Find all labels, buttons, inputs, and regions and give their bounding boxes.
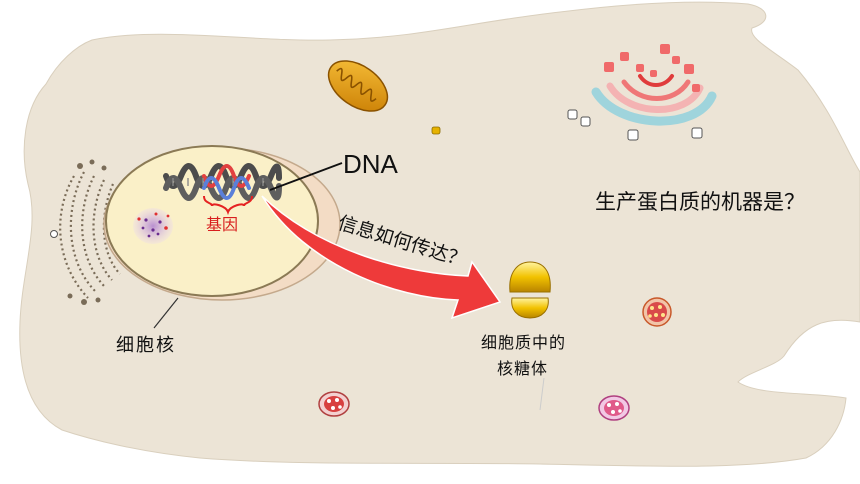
gene-segment xyxy=(202,164,251,200)
dna-helix xyxy=(163,163,282,201)
er-white-vesicles xyxy=(567,109,703,141)
vesicle-right xyxy=(642,297,672,327)
info-transfer-arrow xyxy=(261,195,502,320)
small-vesicle-left xyxy=(50,230,58,238)
vesicle-bottom-left xyxy=(318,391,350,417)
chromatin xyxy=(133,208,173,244)
gene-label: 基因 xyxy=(206,215,239,234)
golgi-vesicles xyxy=(67,159,107,305)
ribosome-pointer-line xyxy=(539,377,545,411)
nucleus-label: 细胞核 xyxy=(116,335,176,356)
ribosome-label-line1: 细胞质中的 xyxy=(481,333,567,352)
dna-base-pairs xyxy=(172,178,264,186)
ribosome-label-line2: 核糖体 xyxy=(497,359,549,378)
er-red-vesicles xyxy=(604,44,700,92)
chromatin-dots xyxy=(141,218,162,238)
dna-label: DNA xyxy=(343,149,398,179)
dna-pointer-line xyxy=(269,162,343,191)
small-granule xyxy=(431,126,441,135)
mitochondrion xyxy=(327,60,389,112)
nucleus-pointer-line xyxy=(153,297,179,329)
ribosome xyxy=(509,261,551,319)
chromatin-red-dots xyxy=(137,212,170,230)
protein-machine-question: 生产蛋白质的机器是？ xyxy=(595,190,805,214)
gene-brace xyxy=(203,195,253,216)
endoplasmic-reticulum xyxy=(591,74,717,126)
vesicle-bottom-right xyxy=(598,395,630,421)
